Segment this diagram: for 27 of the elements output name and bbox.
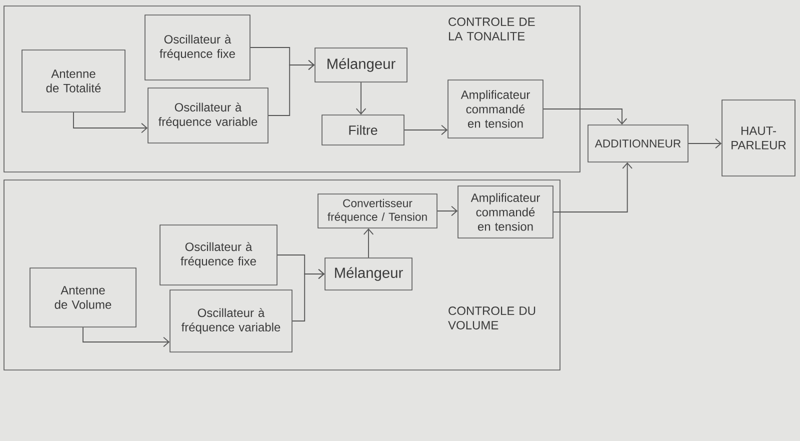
block-box: Amplificateur commandé en tension (448, 80, 544, 138)
block-box: Convertisseur fréquence / Tension (318, 194, 438, 228)
arrow (363, 228, 374, 258)
block-box: Amplificateur commandé en tension (458, 186, 554, 238)
section-heading: CONTROLE DE LA TONALITE (448, 18, 535, 40)
block-box: Antenne de Volume (30, 268, 136, 328)
arrow (542, 108, 628, 125)
block-box: Antenne de Totalité (22, 50, 126, 112)
arrow (436, 206, 458, 216)
block-box: ADDITIONNEUR (588, 124, 688, 162)
arrow (356, 82, 366, 115)
block-box: Oscillateur à fréquence variable (170, 290, 292, 352)
arrow (292, 268, 325, 322)
block-box: Mélangeur (314, 48, 408, 82)
block-box: Mélangeur (324, 258, 412, 290)
arrow (268, 60, 315, 116)
block-box: Oscillateur à fréquence fixe (160, 224, 278, 286)
block-box: Oscillateur à fréquence variable (148, 88, 268, 144)
arrow (404, 124, 448, 136)
arrow (552, 162, 632, 212)
arrow (73, 112, 148, 134)
block-box: Filtre (322, 114, 404, 146)
block-box: Oscillateur à fréquence fixe (144, 14, 250, 80)
section-heading: CONTROLE DU VOLUME (448, 306, 536, 330)
arrow (688, 138, 722, 149)
block-box: HAUT-PARLEUR (722, 100, 796, 176)
arrow (82, 326, 170, 348)
